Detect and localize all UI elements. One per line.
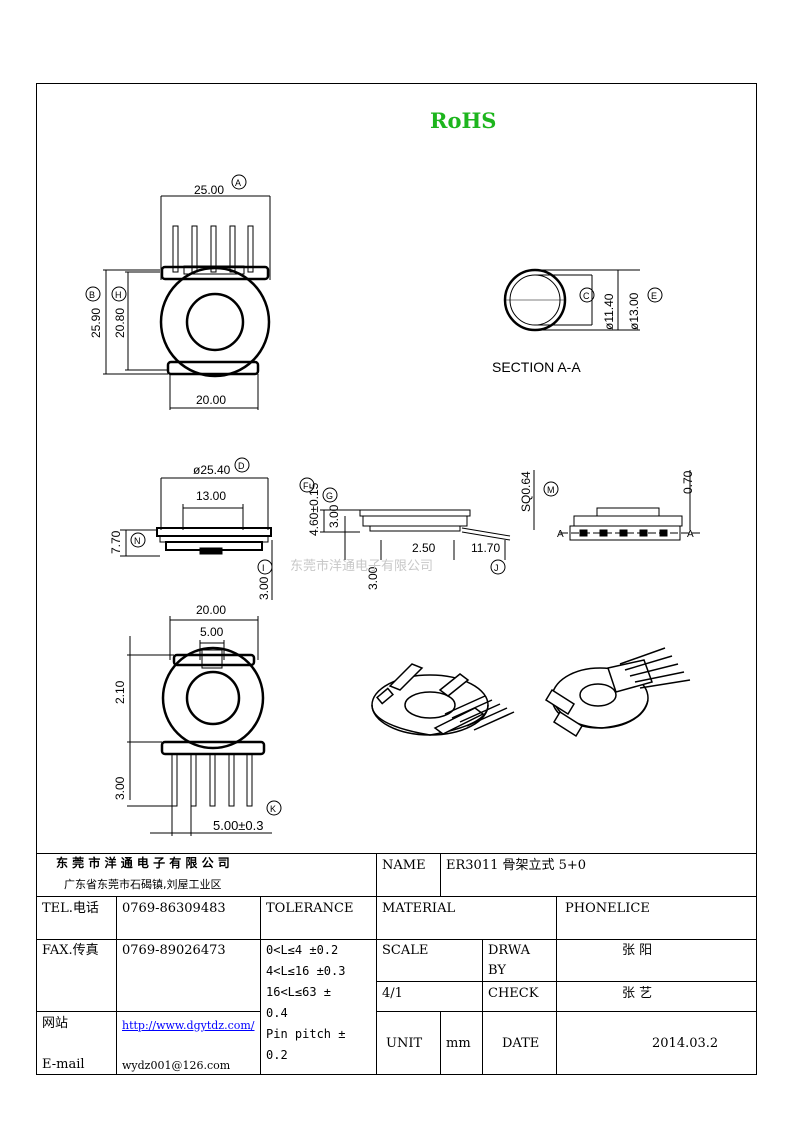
unit-value: mm <box>446 1036 471 1051</box>
rule <box>36 1011 260 1012</box>
dim-20-80: 20.80 <box>113 308 127 338</box>
dim-2-50: 2.50 <box>412 541 436 555</box>
tolerance-line-2: 4<L≤16 ±0.3 <box>266 964 346 978</box>
marker-k: K <box>270 804 276 814</box>
marker-j: J <box>494 563 499 573</box>
check-label: CHECK <box>488 986 539 1001</box>
dim-13-00: ø13.00 <box>627 292 641 330</box>
dim-3-00b: 3.00 <box>327 504 341 528</box>
website-value[interactable]: http://www.dgytdz.com/ <box>122 1018 255 1033</box>
dim-25-90: 25.90 <box>89 308 103 338</box>
isometric-view-1 <box>371 663 515 736</box>
pin-side-view: 4.60±0.15 3.00 2.50 11.70 3.00 F G J <box>299 477 511 590</box>
tolerance-label: TOLERANCE <box>266 901 354 916</box>
section-a-a: ø11.40 ø13.00 C E SECTION A-A <box>492 268 663 375</box>
marker-d: D <box>238 461 245 471</box>
rule <box>556 896 557 1075</box>
drawn-label: DRWA <box>488 943 531 958</box>
tolerance-line-1: 0<L≤4 ±0.2 <box>266 943 339 957</box>
material-value: PHONELICE <box>565 901 650 916</box>
rule <box>376 1011 757 1012</box>
rule <box>376 853 377 1075</box>
rule <box>482 939 483 1075</box>
dim-3-00d: 3.00 <box>113 776 127 800</box>
email-label: E-mail <box>42 1057 85 1072</box>
marker-g: G <box>326 491 333 501</box>
email-value: wydz001@126.com <box>122 1059 231 1072</box>
rule <box>116 896 117 1075</box>
name-value: ER3011 骨架立式 5+0 <box>446 858 587 873</box>
bottom-view: 20.00 5.00 2.10 3.00 5.00±0.3 K <box>113 603 282 836</box>
rule <box>36 896 757 897</box>
watermark: 东莞市洋通电子有限公司 <box>290 558 433 573</box>
rohs-label: RoHS <box>430 108 497 133</box>
date-value: 2014.03.2 <box>652 1036 719 1051</box>
website-link[interactable]: http://www.dgytdz.com/ <box>122 1019 255 1032</box>
marker-a: A <box>235 178 241 188</box>
tel-value: 0769-86309483 <box>122 901 226 916</box>
scale-label: SCALE <box>382 943 429 958</box>
isometric-view-2 <box>544 647 691 738</box>
dim-20-00-top: 20.00 <box>196 393 226 407</box>
marker-b: B <box>89 290 95 300</box>
checker: 张 艺 <box>622 986 653 1001</box>
top-view: 20.00 25.00 25.90 20.80 A B H <box>85 174 271 410</box>
dim-5-00: 5.00 <box>200 625 224 639</box>
dim-3-00a: 3.00 <box>257 576 271 600</box>
dim-11-40: ø11.40 <box>602 293 616 330</box>
dim-13-00b: 13.00 <box>196 489 226 503</box>
dim-7-70: 7.70 <box>109 530 123 554</box>
date-label: DATE <box>502 1036 540 1051</box>
tolerance-line-4b: 0.2 <box>266 1048 288 1062</box>
section-a-left: A <box>557 529 564 540</box>
marker-m: M <box>547 485 555 495</box>
marker-c: C <box>583 291 590 301</box>
tolerance-line-4: Pin pitch ± <box>266 1027 346 1041</box>
fax-label: FAX.传真 <box>42 943 99 958</box>
dim-3-00c: 3.00 <box>366 566 380 590</box>
material-label: MATERIAL <box>382 901 456 916</box>
drawing-frame <box>36 83 757 1075</box>
technical-drawing: 20.00 25.00 25.90 20.80 A B H ø11.40 ø13… <box>85 174 700 836</box>
rule <box>440 853 441 896</box>
section-label: SECTION A-A <box>492 359 581 375</box>
rule <box>36 939 757 940</box>
marker-i: I <box>262 563 265 573</box>
marker-n: N <box>134 536 141 546</box>
dim-4-60: 4.60±0.15 <box>307 482 321 536</box>
marker-e: E <box>651 291 657 301</box>
company-address: 广东省东莞市石碣镇,刘屋工业区 <box>64 878 222 891</box>
dim-11-70: 11.70 <box>471 541 500 555</box>
rule <box>440 1011 441 1075</box>
title-block: 东 莞 市 洋 通 电 子 有 限 公 司 广东省东莞市石碣镇,刘屋工业区 NA… <box>36 853 757 1075</box>
tel-label: TEL.电话 <box>42 901 99 916</box>
dim-pitch: 5.00±0.3 <box>213 818 264 833</box>
dim-20-00-bottom: 20.00 <box>196 603 226 617</box>
dim-0-70: 0.70 <box>681 470 695 494</box>
marker-f: F <box>303 481 309 491</box>
marker-h: H <box>115 290 122 300</box>
rule <box>36 853 757 854</box>
company-name: 东 莞 市 洋 通 电 子 有 限 公 司 <box>56 856 230 870</box>
tolerance-line-3: 16<L≤63 ± <box>266 985 332 999</box>
dim-25-00: 25.00 <box>194 183 224 197</box>
scale-value: 4/1 <box>382 986 403 1001</box>
dim-25-40: ø25.40 <box>193 463 231 477</box>
rule <box>376 981 757 982</box>
by-label: BY <box>488 963 506 978</box>
drawn-by: 张 阳 <box>622 943 653 958</box>
rule <box>260 896 261 1075</box>
tolerance-line-3b: 0.4 <box>266 1006 288 1020</box>
unit-label: UNIT <box>386 1036 423 1051</box>
end-view: SQ0.64 0.70 A A M <box>519 470 700 541</box>
section-a-right: A <box>687 529 694 540</box>
website-label: 网站 <box>42 1016 69 1031</box>
dim-sq064: SQ0.64 <box>519 471 533 512</box>
fax-value: 0769-89026473 <box>122 943 226 958</box>
side-view: ø25.40 13.00 7.70 3.00 D N I <box>109 457 273 600</box>
name-label: NAME <box>382 858 426 873</box>
dim-2-10: 2.10 <box>113 680 127 704</box>
